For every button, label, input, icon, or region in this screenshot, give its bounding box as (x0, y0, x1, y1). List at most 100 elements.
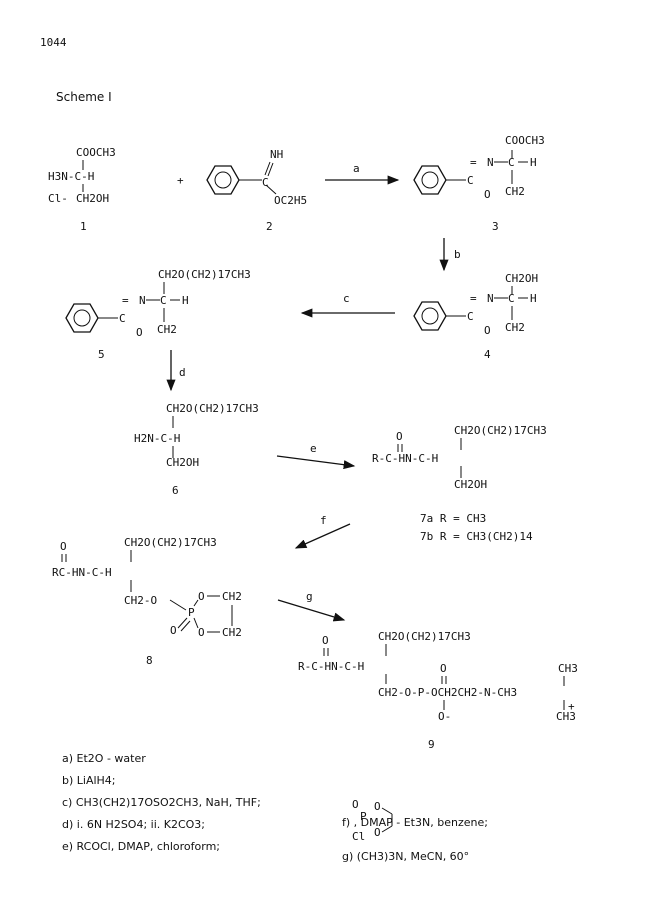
condition-f: f) , DMAP - Et3N, benzene; (342, 816, 488, 829)
c6-side-chain: CH2O(CH2)17CH3 (166, 402, 259, 415)
c6-hydroxymethyl: CH2OH (166, 456, 199, 469)
c8-acyl: RC-HN-C-H (52, 566, 112, 579)
c6-number: 6 (172, 484, 179, 497)
c7a-label: 7a R = CH3 (420, 512, 486, 525)
c2-imine: NH (270, 148, 283, 161)
svg-text:Cl: Cl (352, 830, 365, 843)
c1-counterion: Cl- (48, 192, 68, 205)
svg-text:CH2-O-P-OCH2CH2-N-CH3: CH2-O-P-OCH2CH2-N-CH3 (378, 686, 517, 699)
condition-c: c) CH3(CH2)17OSO2CH3, NaH, THF; (62, 796, 261, 809)
c3-number: 3 (492, 220, 499, 233)
compound-5: C = N C H CH2O(CH2)17CH3 O CH2 5 (65, 268, 251, 361)
c3-ester: COOCH3 (505, 134, 545, 147)
svg-text:O: O (198, 626, 205, 639)
compound-4: C = N C H CH2OH O CH2 4 (413, 272, 538, 361)
c7b-label: 7b R = CH3(CH2)14 (420, 530, 533, 543)
arrow-e-label: e (310, 442, 317, 455)
svg-text:O: O (322, 634, 329, 647)
condition-b: b) LiAlH4; (62, 774, 116, 787)
svg-text:CH2: CH2 (505, 321, 525, 334)
svg-text:CH3: CH3 (556, 710, 576, 723)
svg-text:CH2: CH2 (222, 590, 242, 603)
svg-text:H: H (530, 156, 537, 169)
svg-text:O: O (396, 430, 403, 443)
c4-number: 4 (484, 348, 491, 361)
compound-9: O CH2O(CH2)17CH3 R-C-HN-C-H O CH2-O-P-OC… (298, 630, 578, 751)
compound-7: O CH2O(CH2)17CH3 R-C-HN-C-H CH2OH 7a R =… (372, 424, 547, 543)
cyclic-chlorophosphate-icon: O P Cl O O (352, 798, 393, 843)
svg-text:O-: O- (438, 710, 451, 723)
c9-acyl: R-C-HN-C-H (298, 660, 364, 673)
c2-benzene-ring (206, 165, 240, 195)
arrow-g-label: g (306, 590, 313, 603)
svg-text:C: C (160, 294, 167, 307)
c5-side-chain: CH2O(CH2)17CH3 (158, 268, 251, 281)
svg-text:C: C (467, 174, 474, 187)
svg-text:O: O (136, 326, 143, 339)
arrow-d-label: d (179, 366, 186, 379)
svg-text:N: N (487, 292, 494, 305)
c5-number: 5 (98, 348, 105, 361)
svg-text:O: O (484, 324, 491, 337)
svg-text:N: N (139, 294, 146, 307)
arrow-e (276, 455, 356, 470)
compound-8: O CH2O(CH2)17CH3 RC-HN-C-H CH2-O P O CH2… (52, 536, 242, 667)
compound-3: C N = C H COOCH3 O CH2 3 (413, 134, 545, 233)
c4-benzene-ring (413, 301, 447, 331)
svg-text:CH2: CH2 (157, 323, 177, 336)
c7-hydroxymethyl: CH2OH (454, 478, 487, 491)
c2-ester: OC2H5 (274, 194, 307, 207)
svg-text:P: P (188, 606, 195, 619)
c1-side-chain: CH2OH (76, 192, 109, 205)
svg-text:CH2: CH2 (222, 626, 242, 639)
svg-text:C: C (467, 310, 474, 323)
svg-text:=: = (470, 156, 477, 169)
page-number: 1044 (40, 36, 67, 49)
c1-amine: H3N-C-H (48, 170, 94, 183)
c5-benzene-ring (65, 303, 99, 333)
c7-acyl: R-C-HN-C-H (372, 452, 438, 465)
svg-text:C: C (262, 176, 269, 189)
svg-text:H: H (530, 292, 537, 305)
c1-number: 1 (80, 220, 87, 233)
c6-amine: H2N-C-H (134, 432, 180, 445)
svg-text:H: H (182, 294, 189, 307)
condition-e: e) RCOCl, DMAP, chloroform; (62, 840, 221, 853)
svg-text:C: C (508, 156, 515, 169)
svg-text:O: O (60, 540, 67, 553)
c3-benzene-ring (413, 165, 447, 195)
svg-text:N: N (487, 156, 494, 169)
arrow-f (294, 523, 351, 549)
arrow-c-label: c (343, 292, 350, 305)
c8-number: 8 (146, 654, 153, 667)
compound-2: NH C OC2H5 2 (206, 148, 307, 233)
svg-text:O: O (440, 662, 447, 675)
c7-side-chain: CH2O(CH2)17CH3 (454, 424, 547, 437)
compound-1: COOCH3 H3N-C-H Cl- CH2OH 1 (48, 146, 116, 233)
svg-text:O: O (374, 826, 381, 839)
svg-text:C: C (508, 292, 515, 305)
c1-ester: COOCH3 (76, 146, 116, 159)
svg-text:P: P (360, 810, 367, 823)
condition-a: a) Et2O - water (62, 752, 146, 765)
svg-text:O: O (484, 188, 491, 201)
condition-d: d) i. 6N H2SO4; ii. K2CO3; (62, 818, 206, 831)
c4-side-chain: CH2OH (505, 272, 538, 285)
c2-number: 2 (266, 220, 273, 233)
svg-text:=: = (122, 294, 129, 307)
c9-side-chain: CH2O(CH2)17CH3 (378, 630, 471, 643)
svg-text:CH2: CH2 (505, 185, 525, 198)
svg-text:+: + (568, 700, 575, 713)
svg-text:O: O (374, 800, 381, 813)
c8-side-chain: CH2O(CH2)17CH3 (124, 536, 217, 549)
svg-text:C: C (119, 312, 126, 325)
svg-text:=: = (470, 292, 477, 305)
svg-text:O: O (170, 624, 177, 637)
arrow-a-label: a (353, 162, 360, 175)
svg-text:O: O (352, 798, 359, 811)
compound-6: CH2O(CH2)17CH3 H2N-C-H CH2OH 6 (134, 402, 259, 497)
arrow-f-label: f (320, 514, 327, 527)
plus-sign: + (177, 174, 184, 187)
svg-text:CH3: CH3 (558, 662, 578, 675)
